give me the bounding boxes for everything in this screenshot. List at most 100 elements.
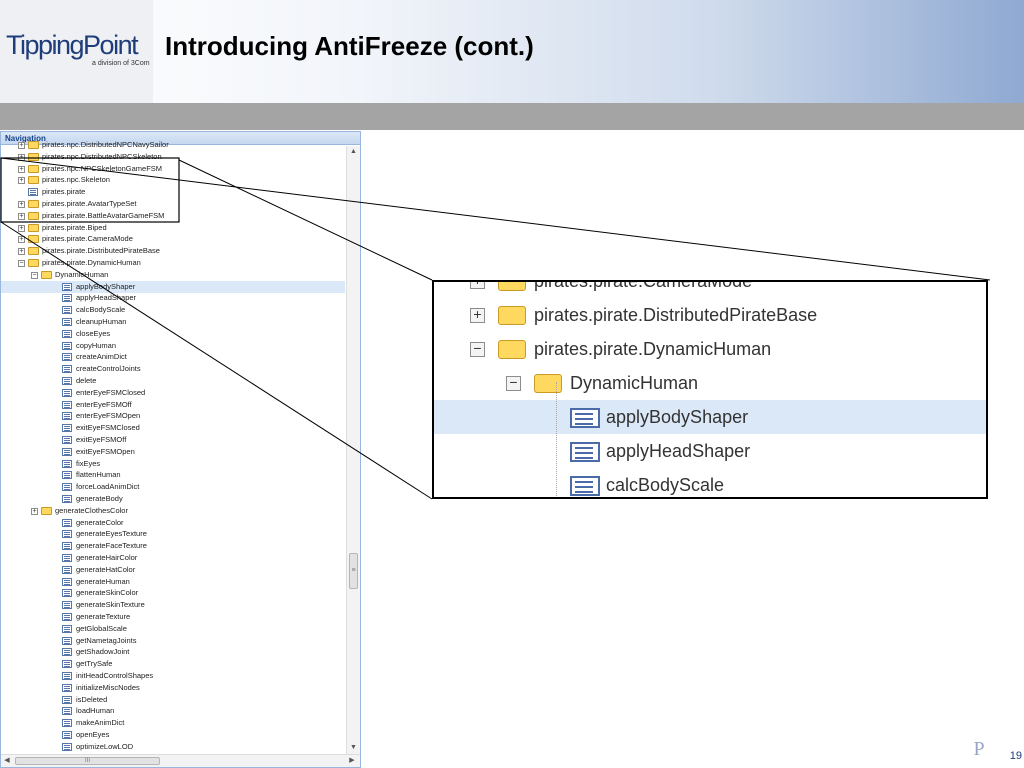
tree-node[interactable]: loadHuman	[1, 705, 345, 717]
tree-node[interactable]: createControlJoints	[1, 363, 345, 375]
tree-node[interactable]: +pirates.npc.DistributedNPCSkeleton	[1, 151, 345, 163]
collapse-icon: −	[506, 375, 521, 391]
tree-node[interactable]: getShadowJoint	[1, 646, 345, 658]
tree-node[interactable]: applyBodyShaper	[1, 280, 345, 293]
tree-node[interactable]: forceLoadAnimDict	[1, 481, 345, 493]
tree-node-label: optimizeLowLOD	[76, 741, 134, 751]
tree-node[interactable]: enterEyeFSMOpen	[1, 410, 345, 422]
collapse-icon[interactable]: −	[18, 260, 25, 267]
zoomed-tree-node: applyHeadShaper	[434, 434, 986, 468]
scroll-down-arrow-icon[interactable]: ▼	[350, 744, 357, 751]
tree-node[interactable]: +pirates.npc.Skeleton	[1, 174, 345, 186]
tree-node-label: generateColor	[76, 517, 124, 527]
expand-icon[interactable]: +	[18, 224, 25, 232]
page-title: Introducing AntiFreeze (cont.)	[165, 31, 534, 61]
tree-node[interactable]: generateBody	[1, 493, 345, 505]
expand-icon[interactable]: +	[18, 177, 25, 185]
method-icon	[62, 554, 72, 562]
tree-node[interactable]: + generateClothesColor	[1, 505, 345, 517]
tree-node[interactable]: createAnimDict	[1, 351, 345, 363]
tree-node[interactable]: −pirates.pirate.DynamicHuman	[1, 257, 345, 269]
tree-node[interactable]: enterEyeFSMOff	[1, 399, 345, 411]
tree-node-label: forceLoadAnimDict	[76, 482, 140, 492]
expand-icon[interactable]: +	[18, 248, 25, 256]
tree-node[interactable]: pirates.pirate	[1, 186, 345, 198]
logo: TippingPoint a division of 3Com	[0, 0, 153, 103]
tree-node[interactable]: generateHatColor	[1, 564, 345, 576]
tree-node[interactable]: makeAnimDict	[1, 717, 345, 729]
tree-node[interactable]: +pirates.pirate.Biped	[1, 222, 345, 234]
zoomed-tree-node: calcBodyScale	[434, 468, 986, 497]
method-icon	[62, 318, 72, 326]
tree-node[interactable]: generateEyesTexture	[1, 528, 345, 540]
scroll-left-arrow-icon[interactable]: ◀	[4, 757, 10, 764]
tree-node[interactable]: delete	[1, 375, 345, 387]
expand-icon[interactable]: +	[31, 507, 38, 515]
expand-icon[interactable]: +	[18, 153, 25, 161]
tree-node[interactable]: isDeleted	[1, 694, 345, 706]
tree-node[interactable]: optimizeLowLOD	[1, 741, 345, 753]
method-icon	[62, 294, 72, 303]
tree-node[interactable]: getGlobalScale	[1, 623, 345, 635]
tree-node[interactable]: closeEyes	[1, 328, 345, 340]
tree-node[interactable]: generateSkinColor	[1, 587, 345, 599]
tree-node[interactable]: initHeadControlShapes	[1, 670, 345, 682]
expand-icon[interactable]: +	[18, 165, 25, 173]
scroll-up-arrow-icon[interactable]: ▲	[350, 148, 357, 155]
method-icon	[62, 719, 72, 728]
tree-node-label: closeEyes	[76, 328, 111, 338]
tree-node[interactable]: exitEyeFSMOpen	[1, 446, 345, 458]
tree-node[interactable]: exitEyeFSMOff	[1, 434, 345, 446]
expand-icon[interactable]: +	[18, 212, 25, 220]
horizontal-scroll-thumb[interactable]: III	[15, 757, 160, 765]
tree-node[interactable]: getTrySafe	[1, 658, 345, 670]
tree-node[interactable]: +pirates.pirate.CameraMode	[1, 233, 345, 245]
tree-node[interactable]: +pirates.npc.DistributedNPCNavySailor	[1, 139, 345, 151]
tree-node[interactable]: generateHairColor	[1, 552, 345, 564]
method-icon	[62, 742, 72, 751]
tree-node[interactable]: exitEyeFSMClosed	[1, 422, 345, 434]
tree-node[interactable]: +pirates.pirate.BattleAvatarGameFSM	[1, 210, 345, 222]
method-icon	[62, 388, 72, 397]
expand-icon[interactable]: +	[18, 201, 25, 208]
collapse-icon[interactable]: −	[31, 271, 38, 279]
zoomed-tree-node: −pirates.pirate.DynamicHuman	[434, 332, 986, 366]
tree-node[interactable]: copyHuman	[1, 340, 345, 352]
tree-node[interactable]: openEyes	[1, 729, 345, 741]
logo-brand: TippingPoint	[6, 30, 139, 60]
scroll-right-arrow-icon[interactable]: ▶	[349, 757, 355, 764]
tree-node[interactable]: generateFaceTexture	[1, 540, 345, 552]
tree-node[interactable]: initializeMiscNodes	[1, 682, 345, 694]
tree-node[interactable]: enterEyeFSMClosed	[1, 387, 345, 399]
tree-node[interactable]: −DynamicHuman	[1, 269, 345, 281]
tree-node-label: generateClothesColor	[55, 505, 128, 515]
tree-node-label: pirates.npc.NPCSkeletonGameFSM	[42, 163, 163, 173]
tree-node[interactable]: generateHuman	[1, 576, 345, 588]
tree-node-label: fixEyes	[76, 458, 101, 468]
tree-node[interactable]: fixEyes	[1, 458, 345, 470]
tree-node[interactable]: +pirates.pirate.AvatarTypeSet	[1, 198, 345, 210]
tree-guide-line	[556, 382, 557, 497]
method-icon	[28, 188, 38, 197]
tree-node[interactable]: generateSkinTexture	[1, 599, 345, 611]
tree-node[interactable]: +pirates.pirate.DistributedPirateBase	[1, 245, 345, 257]
method-icon	[62, 495, 72, 503]
tree-node[interactable]: generateTexture	[1, 611, 345, 623]
tree-node[interactable]: applyHeadShaper	[1, 292, 345, 304]
horizontal-scrollbar[interactable]: ◀ III ▶	[1, 754, 360, 767]
folder-icon	[28, 164, 39, 173]
tree-node[interactable]: calcBodyScale	[1, 304, 345, 316]
tree-node[interactable]: flattenHuman	[1, 469, 345, 481]
expand-icon[interactable]: +	[18, 236, 25, 244]
vertical-scrollbar[interactable]: ▲ ≡ ▼	[346, 146, 360, 754]
tree-node[interactable]: getNametagJoints	[1, 635, 345, 647]
tree-node-label: createAnimDict	[76, 352, 127, 362]
expand-icon[interactable]: +	[18, 142, 25, 149]
vertical-scroll-thumb[interactable]: ≡	[349, 553, 358, 589]
zoomed-tree-node-label: calcBodyScale	[606, 475, 725, 495]
tree-node[interactable]: + pirates.npc.NPCSkeletonGameFSM	[1, 163, 345, 175]
method-icon	[570, 408, 600, 428]
tree-node[interactable]: generateColor	[1, 517, 345, 529]
tree-node-label: getGlobalScale	[76, 623, 127, 633]
tree-node[interactable]: cleanupHuman	[1, 316, 345, 328]
